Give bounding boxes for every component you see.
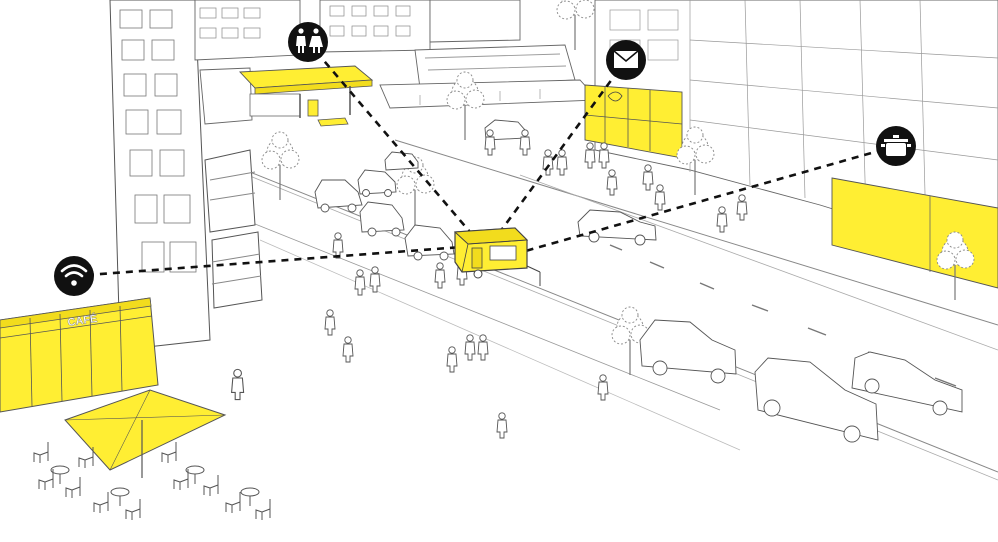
car — [851, 351, 963, 416]
cooking-pot-icon — [876, 126, 916, 166]
link-mail — [498, 59, 628, 233]
car — [404, 224, 455, 261]
connection-lines — [73, 41, 897, 278]
background-buildings — [194, 0, 599, 125]
car — [384, 151, 419, 171]
gas-station — [239, 65, 374, 127]
wifi-icon — [54, 256, 94, 296]
restroom-icon — [288, 22, 328, 62]
car — [359, 201, 405, 237]
car — [639, 319, 737, 384]
car — [754, 357, 879, 443]
food-trailer — [453, 227, 541, 286]
cafe-terrace — [33, 389, 271, 521]
cafe-storefront: CAFÉ — [0, 297, 159, 413]
parked-cars — [314, 119, 963, 443]
mail-icon — [606, 40, 646, 80]
car — [314, 179, 363, 213]
cafe-sign: CAFÉ — [67, 312, 98, 329]
link-restroom — [307, 41, 471, 233]
left-tower — [109, 0, 263, 351]
car — [357, 169, 397, 197]
post-office-storefront — [584, 84, 683, 159]
